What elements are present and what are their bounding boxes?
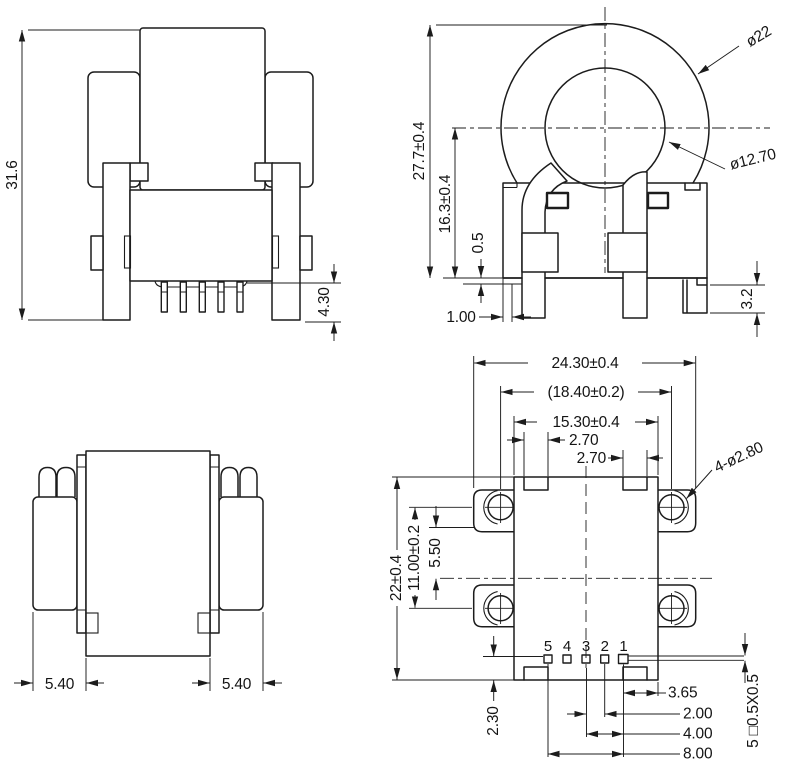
side-leg-right	[271, 162, 301, 321]
top-inner-tab-right	[197, 612, 211, 634]
dim-label-pitch-a: 2.00	[683, 706, 713, 723]
dim-label-side-height: 31.6	[4, 160, 21, 189]
side-step-left	[129, 162, 149, 182]
bottom-view: 5 4 3 2 1 24.30±0.4 (18.40±0.2) 15.30±0.…	[388, 355, 766, 763]
pin-numbers: 5 4 3 2 1	[544, 638, 628, 655]
dim-label-edge-offset: 1.00	[446, 309, 476, 326]
top-wire-dome	[220, 466, 239, 497]
top-center-body	[85, 450, 211, 657]
front-terminal-left	[545, 191, 570, 210]
front-top-step	[503, 183, 518, 189]
front-terminal-right	[646, 191, 670, 210]
dim-label-outer-diameter: ø22	[743, 23, 774, 51]
dim-label-hole-pitch: 11.00±0.2	[406, 525, 423, 591]
bottom-edge-tabs	[523, 476, 648, 681]
front-top-notch	[684, 182, 701, 191]
dim-label-overall-width: 24.30±0.4	[551, 355, 619, 372]
front-view: 27.7±0.4 16.3±0.4 0.5 1.00 3.2 ø22 ø12.7…	[411, 7, 778, 337]
side-slot-left	[123, 235, 132, 269]
top-wire-dome	[38, 466, 57, 497]
top-inner-tab-left	[85, 612, 99, 634]
dim-label-foot-height: 3.2	[739, 289, 756, 310]
leader-inner-dia	[668, 141, 726, 170]
top-block-left	[32, 496, 78, 611]
top-strip-ticks	[77, 466, 219, 611]
side-extension-lines	[28, 29, 140, 321]
pin-number: 3	[582, 638, 590, 655]
top-wire-dome	[239, 466, 258, 497]
dim-label-base-step: 0.5	[470, 233, 487, 254]
side-step-right	[254, 162, 274, 182]
dim-label-left-width: 5.40	[45, 676, 75, 693]
front-foot-right	[682, 277, 708, 314]
dim-label-overall-depth: 22±0.4	[388, 554, 405, 601]
dim-label-hole-span: (18.40±0.2)	[548, 384, 625, 401]
pin-number: 4	[563, 638, 571, 655]
dim-label-tab-left: 2.70	[569, 432, 599, 449]
dim-label-pin-row-inset: 2.30	[485, 706, 502, 736]
solder-pads	[543, 653, 629, 665]
top-strip-left	[76, 454, 87, 634]
dim-label-body-width: 15.30±0.4	[552, 414, 620, 431]
dim-label-inner-diameter: ø12.70	[728, 146, 778, 174]
top-strip-right	[209, 454, 220, 634]
dim-label-right-width: 5.40	[222, 676, 252, 693]
top-wire-dome	[56, 466, 76, 497]
side-slot-right	[271, 235, 280, 269]
dim-label-mounting-holes: 4-ø2.80	[712, 439, 767, 477]
dim-label-pad-note: 5 □0.5X0.5	[745, 674, 762, 748]
bottom-left-ext-lines	[392, 476, 514, 681]
bottom-top-ext-lines	[473, 356, 697, 489]
front-block-right	[607, 232, 648, 273]
top-view: 5.40 5.40	[14, 450, 282, 693]
pin-number: 5	[544, 638, 552, 655]
toroid-outer-circle	[500, 22, 710, 184]
leader-mounting-holes	[686, 469, 713, 499]
front-foot-ext	[710, 284, 765, 314]
front-block-left	[521, 232, 559, 273]
dim-label-pitch-b: 4.00	[683, 726, 713, 743]
dim-label-half-pitch: 5.50	[427, 538, 444, 568]
front-step-ext	[502, 278, 513, 322]
front-ext-lines	[436, 24, 607, 279]
pin-number: 2	[601, 638, 609, 655]
dim-label-center-height: 16.3±0.4	[437, 174, 454, 233]
side-view: 31.6 4.30	[4, 27, 341, 341]
pin-number: 1	[619, 638, 627, 655]
pad-height-ref-lines	[628, 655, 744, 661]
dim-label-pitch-c: 8.00	[683, 746, 713, 763]
side-leg-left	[102, 162, 131, 321]
mounting-ears	[472, 489, 697, 628]
dim-label-pin-length: 4.30	[316, 287, 333, 317]
dim-label-total-height: 27.7±0.4	[411, 121, 428, 180]
side-lower-housing	[129, 189, 273, 282]
side-center-body	[139, 27, 266, 191]
side-latch-right	[299, 235, 313, 271]
side-latch-left	[90, 235, 104, 271]
bottom-pin-ext-lines	[483, 656, 659, 757]
top-ext-lines	[32, 612, 264, 691]
leader-outer-dia	[697, 45, 740, 75]
dim-label-pin1-edge: 3.65	[668, 685, 697, 702]
top-block-right	[218, 496, 264, 611]
side-pins	[160, 281, 244, 313]
dim-label-tab-right: 2.70	[577, 450, 607, 467]
